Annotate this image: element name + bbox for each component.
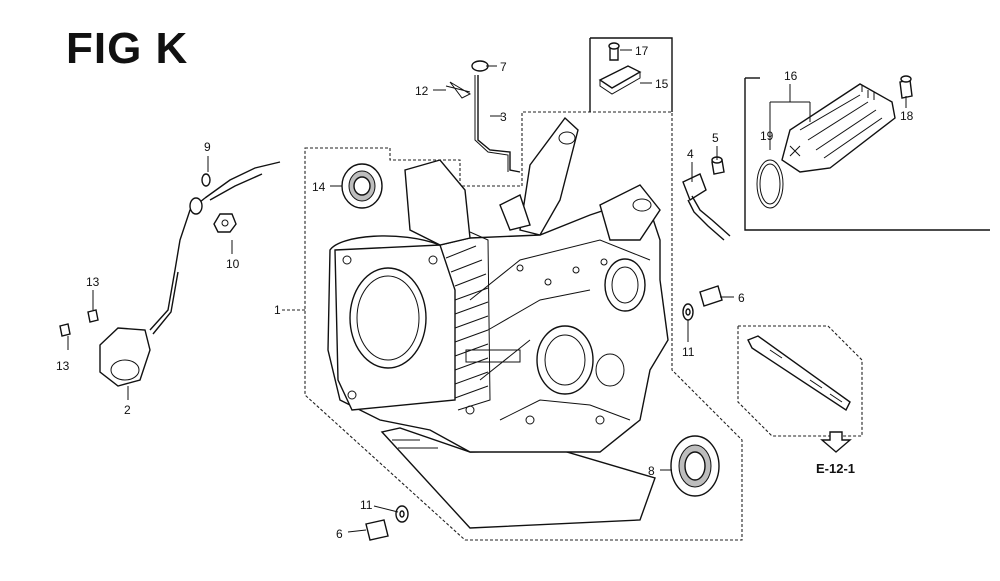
callout-3: 3 — [500, 110, 507, 124]
group-frame-plate — [589, 37, 673, 112]
group-frame-main — [282, 111, 743, 541]
breather-tube — [445, 60, 521, 173]
callout-12: 12 — [415, 84, 429, 98]
callout-18: 18 — [900, 109, 914, 123]
callout-labels: 1 2 3 4 5 6 6 7 8 9 10 11 11 12 13 13 14… — [56, 44, 914, 541]
callout-13-left: 13 — [56, 359, 70, 373]
callout-6-right: 6 — [738, 291, 745, 305]
callout-7: 7 — [500, 60, 507, 74]
reference-label: E-12-1 — [816, 461, 855, 476]
callout-16: 16 — [784, 69, 798, 83]
callout-10: 10 — [226, 257, 240, 271]
stud-bolt — [747, 335, 851, 412]
oil-sensor — [682, 156, 731, 241]
callout-2: 2 — [124, 403, 131, 417]
callout-19: 19 — [760, 129, 774, 143]
callout-6-bottom: 6 — [336, 527, 343, 541]
reference-arrow — [820, 431, 852, 453]
callout-15: 15 — [655, 77, 669, 91]
group-frame-dipstick — [744, 77, 990, 231]
callout-13-top: 13 — [86, 275, 100, 289]
leader-lines — [67, 49, 907, 533]
oil-alert-switch — [59, 161, 281, 387]
callout-5: 5 — [712, 131, 719, 145]
figure-title: FIG K — [66, 24, 189, 73]
callout-8: 8 — [648, 464, 655, 478]
retainer-plate — [598, 42, 642, 95]
callout-4: 4 — [687, 147, 694, 161]
callout-11-bottom: 11 — [360, 498, 373, 512]
oil-seal-small — [341, 163, 383, 209]
callout-17: 17 — [635, 44, 649, 58]
bolt-bottom — [365, 505, 409, 541]
group-frame-stud — [737, 325, 863, 437]
callout-14: 14 — [312, 180, 326, 194]
callout-9: 9 — [204, 140, 211, 154]
oil-level-gauge — [756, 75, 913, 209]
oil-seal-large — [670, 435, 720, 497]
callout-1: 1 — [274, 303, 281, 317]
crankcase — [327, 116, 669, 529]
callout-11-right: 11 — [682, 345, 695, 359]
bolt-right — [682, 285, 723, 321]
